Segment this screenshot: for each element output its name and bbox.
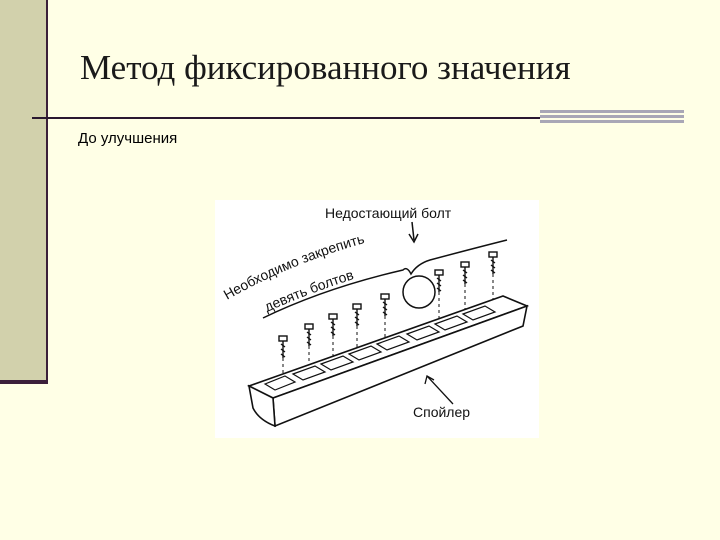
- label-missing-bolt: Недостающий болт: [325, 205, 452, 221]
- left-decor-bar-bottom: [0, 380, 48, 384]
- slide-title: Метод фиксированного значения: [80, 48, 571, 87]
- missing-bolt-circle: [402, 275, 436, 309]
- title-divider: [32, 117, 544, 119]
- slide-subtitle: До улучшения: [78, 130, 178, 147]
- title-divider-accent: [540, 110, 684, 124]
- bolts: [278, 251, 498, 358]
- label-spoiler: Спойлер: [413, 404, 470, 420]
- left-decor-bar-edge: [46, 0, 48, 384]
- spoiler-illustration: Недостающий болт Необходимо закрепить де…: [215, 200, 539, 438]
- left-decor-bar: [0, 0, 46, 380]
